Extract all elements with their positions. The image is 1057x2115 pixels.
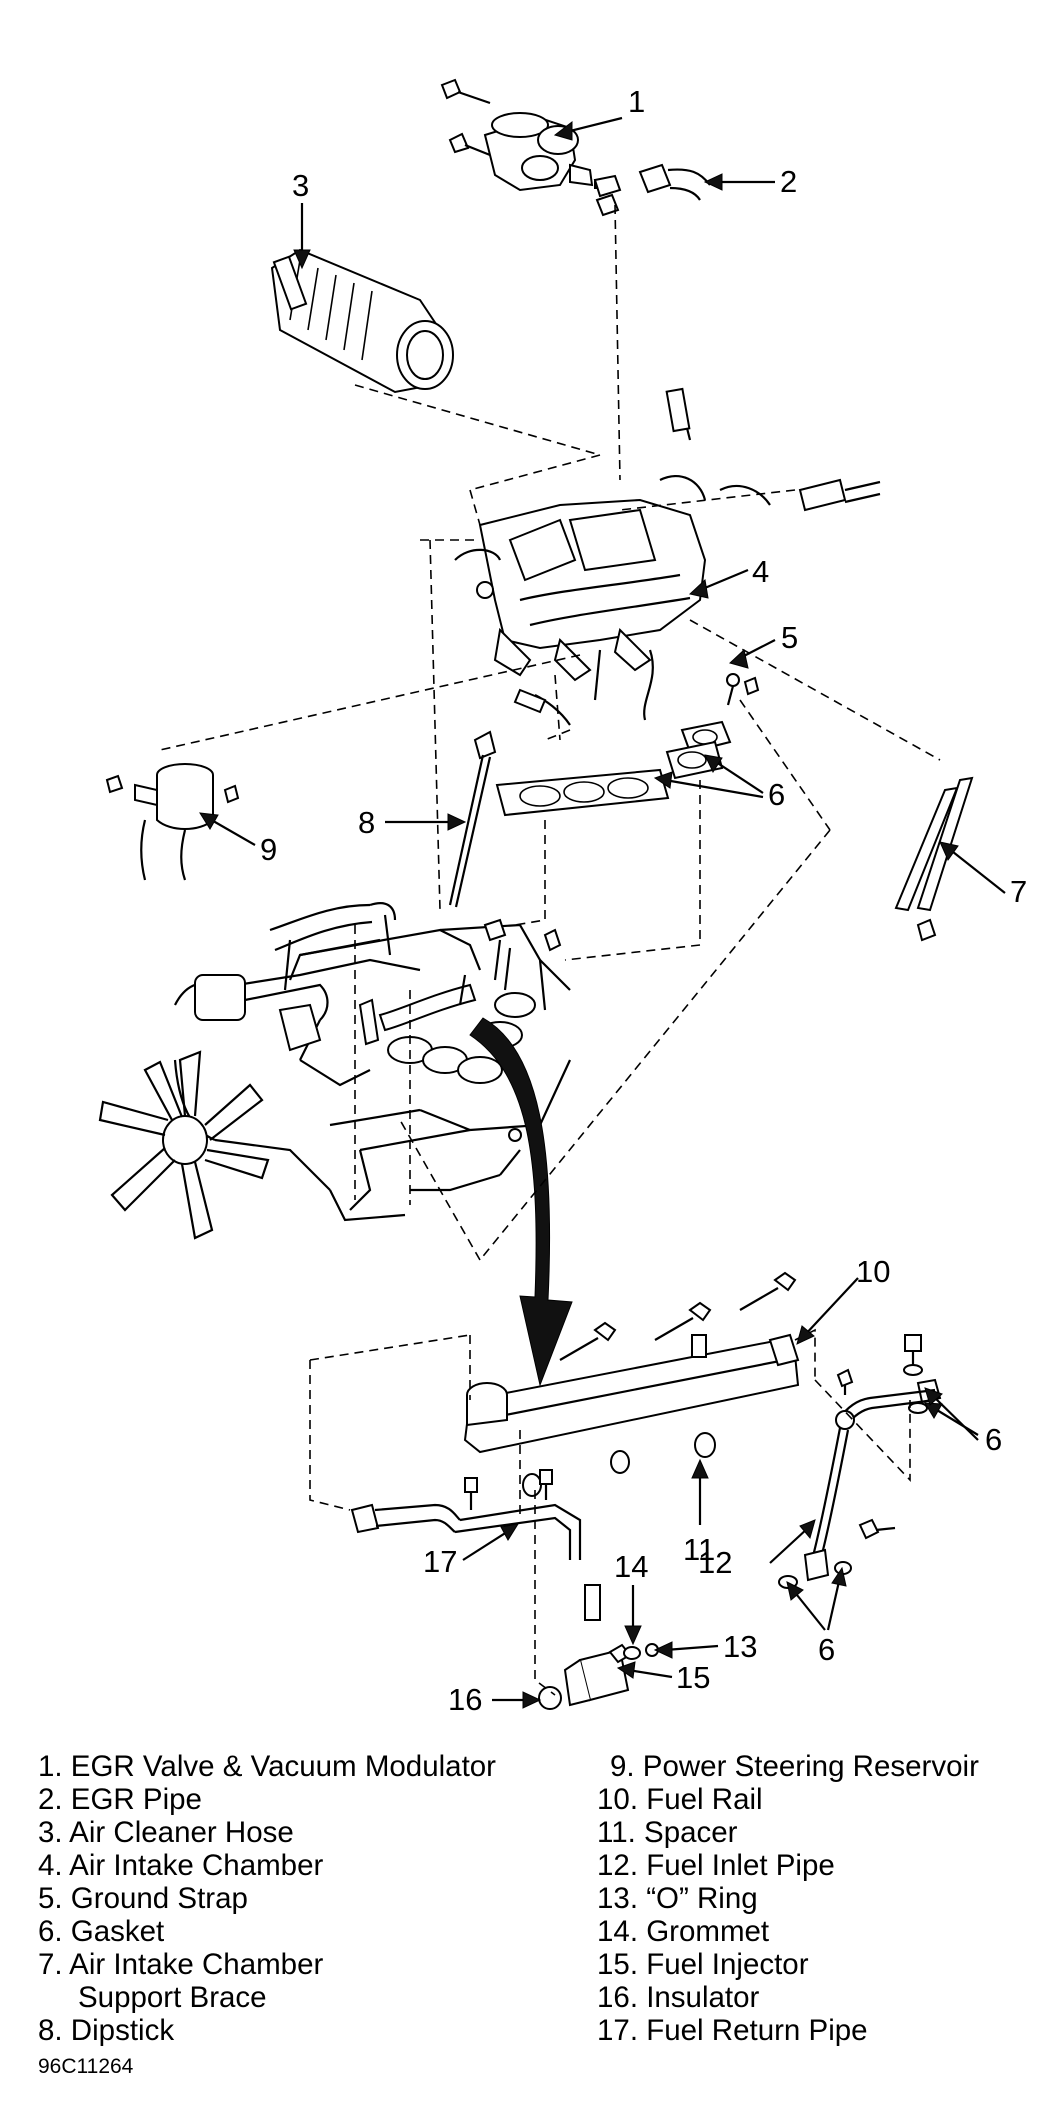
callout-15: 15 — [676, 1660, 710, 1695]
callout-14: 14 — [614, 1549, 648, 1584]
callout-12: 12 — [698, 1545, 732, 1580]
transfer-arrow — [469, 1017, 573, 1387]
callout-11: 11 — [683, 1532, 715, 1567]
callout-13: 13 — [723, 1629, 757, 1664]
fuel-return-pipe — [350, 1469, 601, 1621]
callout-1: 1 — [628, 84, 645, 119]
callout-2: 2 — [780, 164, 797, 199]
power-steering-reservoir — [105, 763, 240, 881]
callout-6-rail: 6 — [985, 1422, 1002, 1457]
callout-10: 10 — [856, 1254, 890, 1289]
egr-valve-assembly — [440, 78, 711, 217]
callout-17: 17 — [423, 1544, 457, 1579]
callout-8: 8 — [358, 805, 375, 840]
callout-4: 4 — [752, 554, 769, 589]
alignment-lines — [159, 204, 941, 1696]
fuel-injector-assembly — [538, 1643, 659, 1710]
callout-7: 7 — [1010, 874, 1027, 909]
callout-3: 3 — [292, 168, 309, 203]
fuel-inlet-pipe — [778, 1334, 942, 1589]
callout-5: 5 — [781, 620, 798, 655]
fuel-rail — [463, 1271, 800, 1497]
callout-6-inlet: 6 — [818, 1632, 835, 1667]
engine-block — [173, 902, 571, 1222]
air-intake-chamber — [454, 387, 881, 721]
fan — [98, 1050, 270, 1240]
callout-labels: 1 2 3 4 5 6 7 8 9 10 11 12 13 14 15 16 1… — [260, 84, 1027, 1717]
callout-6: 6 — [768, 777, 785, 812]
ground-strap — [726, 673, 760, 706]
air-cleaner-hose — [270, 248, 454, 394]
callout-9: 9 — [260, 832, 277, 867]
intake-gaskets — [495, 720, 732, 817]
dipstick — [448, 688, 571, 908]
callout-16: 16 — [448, 1682, 482, 1717]
callout-arrows — [199, 116, 1006, 1709]
